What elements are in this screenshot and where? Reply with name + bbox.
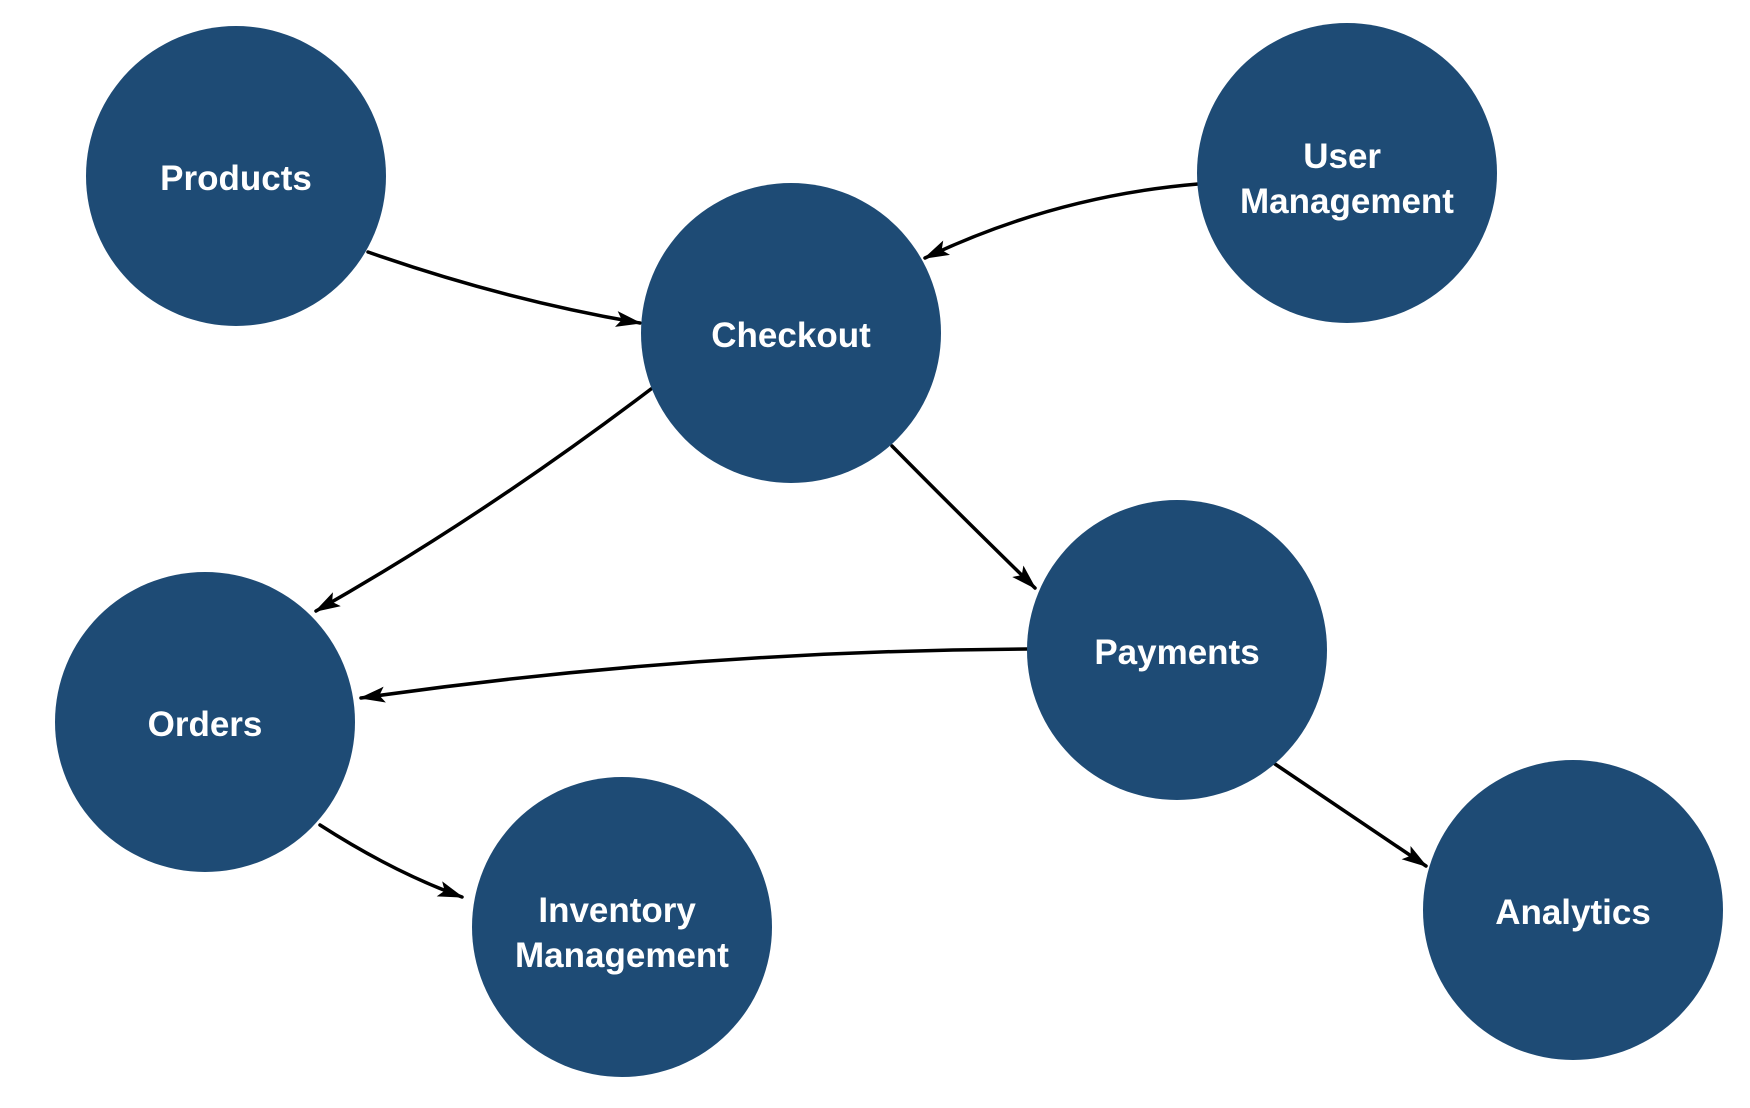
edge-orders-to-inventory-management [318,823,464,899]
node-analytics[interactable]: Analytics [1423,760,1723,1060]
node-inventory-management-shape [472,777,772,1077]
node-user-management-label: User Management [1240,137,1454,221]
node-orders-shape [55,572,355,872]
node-orders-label: Orders [148,705,263,744]
node-payments-shape [1027,500,1327,800]
node-inventory-management[interactable]: Inventory Management [472,777,772,1077]
node-checkout-label: Checkout [711,316,871,355]
edge-checkout-to-payments [890,444,1037,590]
node-payments[interactable]: Payments [1027,500,1327,800]
node-orders[interactable]: Orders [55,572,355,872]
node-products-shape [86,26,386,326]
node-products[interactable]: Products [86,26,386,326]
node-analytics-label: Analytics [1495,893,1651,932]
node-analytics-shape [1423,760,1723,1060]
edge-user-management-to-checkout [923,182,1200,260]
node-checkout-shape [641,183,941,483]
node-payments-label: Payments [1094,633,1259,672]
edge-products-to-checkout [366,250,642,327]
node-user-management-shape [1197,23,1497,323]
node-checkout[interactable]: Checkout [641,183,941,483]
edge-checkout-to-orders [314,387,653,613]
node-inventory-management-label: Inventory Management [515,891,729,975]
node-products-label: Products [160,159,312,198]
edge-payments-to-orders [359,647,1029,703]
node-user-management[interactable]: User Management [1197,23,1497,323]
edge-payments-to-analytics [1273,762,1428,868]
